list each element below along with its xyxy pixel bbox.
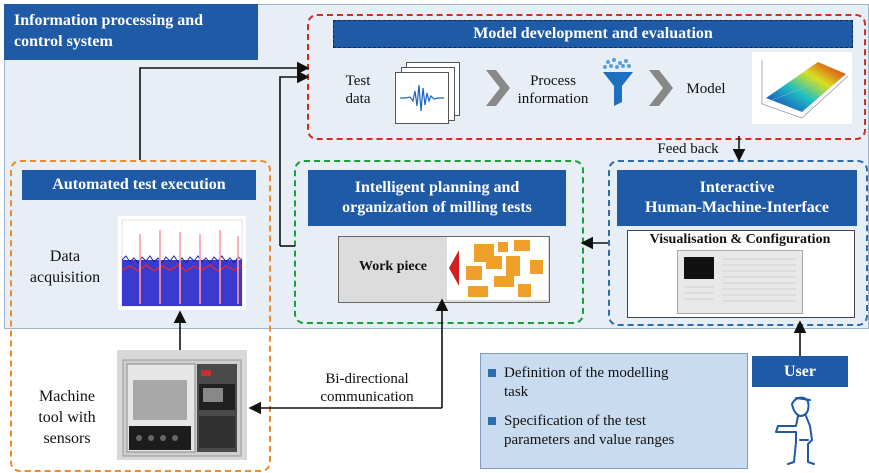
machine-label-line1: Machine xyxy=(39,388,95,405)
hmi-title-line2: Human-Machine-Interface xyxy=(645,199,829,216)
data-acquisition-line1: Data xyxy=(49,248,81,265)
bidirectional-line1: Bi-directional xyxy=(325,371,409,387)
planning-title-line1: Intelligent planning and xyxy=(354,179,520,196)
task-item: Specification of the test parameters and… xyxy=(488,412,740,450)
bidirectional-line2: communication xyxy=(320,389,414,405)
system-title: Information processing and control syste… xyxy=(4,4,258,60)
model-surface-plot xyxy=(752,52,852,124)
task-box xyxy=(480,353,748,469)
bullet-square-icon xyxy=(488,417,496,425)
system-title-line2: control system xyxy=(14,33,113,50)
system-title-line1: Information processing and xyxy=(14,12,204,29)
test-data-line2: data xyxy=(345,91,371,107)
model-box-title: Model development and evaluation xyxy=(333,20,853,48)
user-badge: User xyxy=(752,356,848,387)
model-label: Model xyxy=(686,81,726,97)
automated-box-title: Automated test execution xyxy=(22,170,256,200)
task-2-line2: parameters and value ranges xyxy=(504,432,675,448)
feedback-label: Feed back xyxy=(657,141,719,157)
hmi-subtitle: Visualisation & Configuration xyxy=(649,232,831,247)
task-1-line1: Definition of the modelling xyxy=(504,365,669,381)
data-acquisition-plot xyxy=(118,216,246,310)
data-acquisition-label: Data acquisition xyxy=(20,246,110,288)
task-1-line2: task xyxy=(504,384,529,400)
signal-waveform-icon xyxy=(400,84,444,112)
workpiece-label: Work piece xyxy=(358,259,428,274)
process-information-label: Process information xyxy=(512,72,594,108)
data-acquisition-line2: acquisition xyxy=(29,269,101,286)
arrow-automated-to-model xyxy=(139,61,310,160)
acquisition-signal-icon xyxy=(121,219,243,307)
machine-tool-label: Machine tool with sensors xyxy=(22,386,112,449)
arrow-left-icon xyxy=(449,250,459,286)
arrow-planning-to-model xyxy=(279,70,310,246)
hmi-box-title: Interactive Human-Machine-Interface xyxy=(617,170,857,226)
automated-test-box xyxy=(10,160,271,472)
task-2-line1: Specification of the test xyxy=(504,413,647,429)
machine-tool-photo xyxy=(117,350,247,460)
chevron-right-icon xyxy=(649,70,673,106)
process-line2: information xyxy=(517,91,589,107)
test-data-line1: Test xyxy=(345,73,371,89)
process-line1: Process xyxy=(530,73,576,89)
machine-tool-icon xyxy=(122,359,242,457)
hmi-title-line1: Interactive xyxy=(699,179,775,196)
planning-box-title: Intelligent planning and organization of… xyxy=(308,170,566,226)
task-item: Definition of the modelling task xyxy=(488,364,738,402)
bullet-square-icon xyxy=(488,369,496,377)
bidirectional-label: Bi-directional communication xyxy=(300,370,434,406)
planning-title-line2: organization of milling tests xyxy=(342,199,532,216)
test-data-label: Test data xyxy=(336,72,380,108)
machine-label-line2: tool with xyxy=(38,409,96,426)
test-data-card-front xyxy=(395,72,449,124)
surface-plot-icon xyxy=(761,60,849,119)
hmi-screenshot xyxy=(677,250,803,314)
machine-label-line3: sensors xyxy=(43,430,91,447)
hmi-screen-icon xyxy=(684,257,796,302)
chevron-right-icon xyxy=(486,70,510,106)
